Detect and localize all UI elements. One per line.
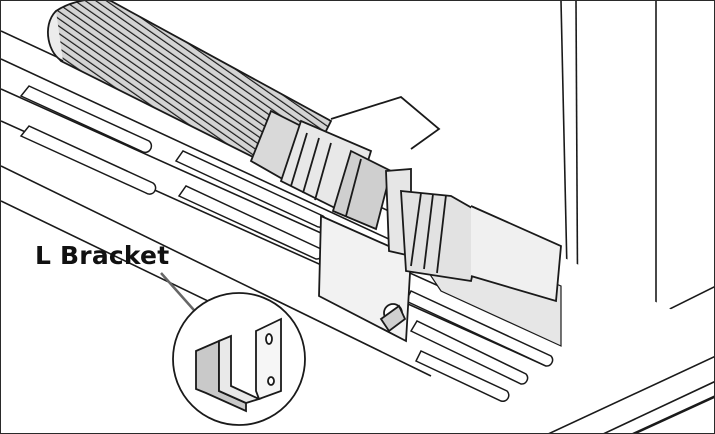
l-bracket-icon <box>172 292 306 426</box>
mounting-bracket <box>318 95 441 343</box>
callout-label: L Bracket <box>35 241 170 270</box>
pipe-segment <box>400 189 562 303</box>
pipe-fitting <box>249 109 393 231</box>
